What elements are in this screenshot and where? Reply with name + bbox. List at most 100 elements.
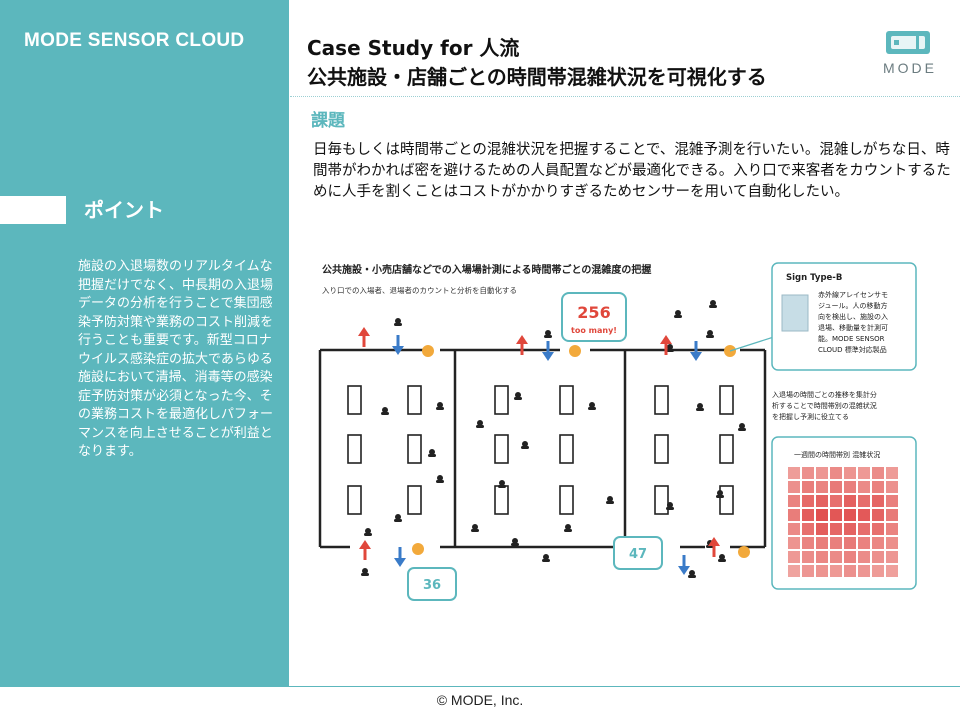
person-body-icon — [436, 407, 444, 410]
person-body-icon — [542, 559, 550, 562]
person-body-icon — [716, 495, 724, 498]
heatmap-cell — [844, 467, 856, 479]
person-body-icon — [696, 408, 704, 411]
heatmap-cell — [858, 481, 870, 493]
shelf — [719, 385, 734, 415]
heatmap-cell — [788, 481, 800, 493]
person-icon — [697, 403, 703, 409]
heatmap-cell — [844, 565, 856, 577]
heatmap-cell — [802, 565, 814, 577]
section-title: 課題 — [311, 111, 345, 131]
person-icon — [429, 449, 435, 455]
up-arrow-icon — [516, 335, 528, 355]
sensor-card: Sign Type-B 赤外線アレイセンサモジュール。人の移動方向を検出し、施設… — [771, 262, 917, 371]
person-body-icon — [706, 335, 714, 338]
heatmap-cell — [858, 467, 870, 479]
heatmap-cell — [844, 495, 856, 507]
person-icon — [382, 407, 388, 413]
sidebar: MODE SENSOR CLOUD ポイント 施設の入退場数のリアルタイムな把握… — [0, 0, 289, 686]
heatmap-cell — [830, 551, 842, 563]
heatmap-cell — [858, 523, 870, 535]
heatmap-cell — [844, 509, 856, 521]
page-title-line2: 公共施設・店舗ごとの時間帯混雑状況を可視化する — [307, 65, 767, 89]
count-bubble-bottom-left: 36 — [407, 567, 457, 601]
person-body-icon — [514, 397, 522, 400]
heatmap-cell — [872, 481, 884, 493]
shelf — [654, 385, 669, 415]
shelf — [559, 434, 574, 464]
sensor-device-icon — [781, 294, 809, 332]
person-icon — [675, 310, 681, 316]
point-heading: ポイント — [84, 198, 164, 222]
shelf — [347, 385, 362, 415]
count-bottom-left-value: 36 — [423, 578, 441, 593]
count-top-value: 256 — [577, 303, 610, 322]
mode-logo: MODE — [878, 30, 942, 76]
count-bottom-right-value: 47 — [629, 547, 647, 562]
heatmap-cell — [886, 551, 898, 563]
count-top-note: too many! — [571, 326, 617, 335]
heatmap-cell — [830, 481, 842, 493]
shelf — [494, 385, 509, 415]
sensor-icon — [422, 345, 434, 357]
shelf — [494, 434, 509, 464]
heatmap-cell — [802, 551, 814, 563]
heatmap-cell — [816, 551, 828, 563]
heatmap-cell — [858, 551, 870, 563]
person-icon — [717, 490, 723, 496]
person-body-icon — [666, 507, 674, 510]
heatmap-cell — [872, 509, 884, 521]
person-icon — [515, 392, 521, 398]
shelf — [347, 434, 362, 464]
person-body-icon — [511, 543, 519, 546]
heatmap-cell — [788, 537, 800, 549]
person-icon — [565, 524, 571, 530]
down-arrow-icon — [678, 555, 690, 575]
person-body-icon — [476, 425, 484, 428]
person-icon — [499, 480, 505, 486]
sensor-icon — [412, 543, 424, 555]
down-arrow-icon — [392, 335, 404, 355]
diagram-title: 公共施設・小売店舗などでの入場場計測による時間帯ごとの混雑度の把握 — [322, 263, 651, 276]
person-body-icon — [498, 485, 506, 488]
person-body-icon — [564, 529, 572, 532]
up-arrow-icon — [359, 540, 371, 560]
person-icon — [512, 538, 518, 544]
person-body-icon — [709, 305, 717, 308]
heatmap-cell — [872, 467, 884, 479]
heatmap-cell — [886, 509, 898, 521]
shelf — [494, 485, 509, 515]
heatmap-cell — [816, 509, 828, 521]
heatmap-cell — [872, 537, 884, 549]
sensor-card-text: 赤外線アレイセンサモジュール。人の移動方向を検出し、施設の入退場、移動量を計測可… — [818, 290, 888, 354]
heatmap-cell — [844, 523, 856, 535]
person-body-icon — [436, 480, 444, 483]
heatmap-cell — [788, 495, 800, 507]
heatmap-cell — [844, 537, 856, 549]
heatmap-cell — [872, 565, 884, 577]
shelf — [347, 485, 362, 515]
heatmap-cell — [872, 495, 884, 507]
sensor-icon — [569, 345, 581, 357]
heatmap-cell — [858, 537, 870, 549]
down-arrow-icon — [690, 341, 702, 361]
person-icon — [477, 420, 483, 426]
heatmap-cell — [830, 467, 842, 479]
person-icon — [365, 528, 371, 534]
heatmap-cell — [788, 565, 800, 577]
diagram-subtitle: 入り口での入場者、退場者のカウントと分析を自動化する — [322, 285, 517, 295]
analysis-text: 入退場の時間ごとの推移を集計分析することで時間帯別の混雑状況を把握し予測に役立て… — [772, 390, 877, 421]
person-icon — [667, 502, 673, 508]
header-divider — [290, 96, 960, 97]
person-body-icon — [394, 519, 402, 522]
heatmap-cell — [802, 495, 814, 507]
heatmap-cell — [830, 495, 842, 507]
person-icon — [739, 423, 745, 429]
heatmap-cell — [886, 481, 898, 493]
person-icon — [395, 514, 401, 520]
heatmap-cell — [802, 509, 814, 521]
diagram-canvas: 公共施設・小売店舗などでの入場場計測による時間帯ごとの混雑度の把握 入り口での入… — [318, 262, 917, 601]
person-body-icon — [544, 335, 552, 338]
count-bubble-top: 256 too many! — [561, 292, 627, 342]
down-arrow-icon — [542, 341, 554, 361]
